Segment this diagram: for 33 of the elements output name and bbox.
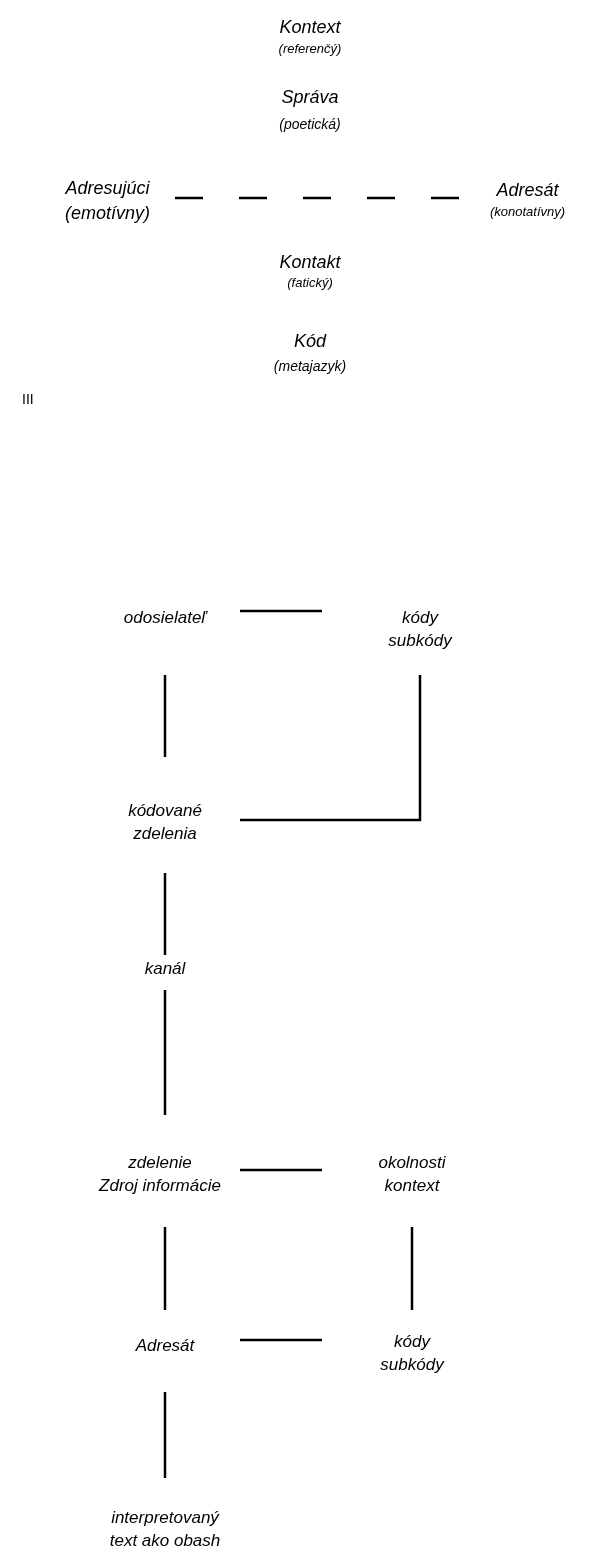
node-text: (konotatívny) (489, 202, 566, 221)
node-text: (emotívny) (65, 201, 150, 225)
text-label: (metajazyk) (272, 358, 348, 376)
connector-line (410, 1227, 414, 1310)
node-text: okolnosti kontext (377, 1152, 447, 1198)
text-label: Kód (293, 330, 328, 353)
connector-line (240, 1338, 322, 1342)
node-text: Zdroj informácie (99, 1175, 221, 1198)
text-label: Kontakt (278, 251, 342, 274)
node-text: Adresujúci (65, 177, 150, 200)
text-label: III (22, 391, 34, 409)
text-label: Kontext (278, 16, 342, 39)
node-text: Adresát (496, 179, 559, 202)
connector-line (240, 609, 322, 613)
node-text: kódy subkódy (387, 607, 454, 653)
connector-line (240, 1168, 322, 1172)
connector-line (163, 1392, 167, 1478)
connector-line (240, 675, 422, 822)
connector-line (163, 1227, 167, 1310)
connector-line (163, 873, 167, 955)
text-label: (poetická) (278, 116, 342, 134)
node-text: kódované zdelenia (127, 800, 203, 846)
connector-line (163, 990, 167, 1115)
node-text: kanál (144, 958, 186, 980)
node-text: interpretovaný text ako obash (108, 1507, 222, 1553)
text-label: (fatický) (286, 275, 334, 292)
node-text: Adresát (135, 1335, 195, 1357)
connector-line (163, 675, 167, 757)
node-text: zdelenie (128, 1152, 192, 1174)
text-label: Správa (280, 86, 340, 109)
node-text: kódy subkódy (379, 1331, 446, 1377)
node-text: odosielateľ (123, 607, 207, 629)
text-label: (referenčý) (277, 41, 343, 58)
